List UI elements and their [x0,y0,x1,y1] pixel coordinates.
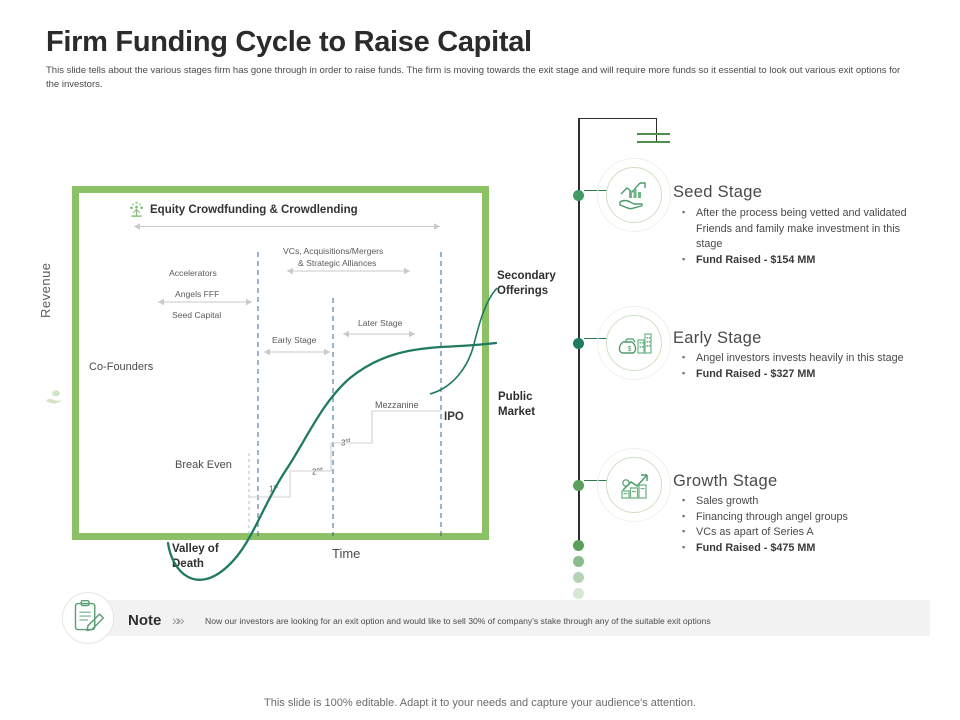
bullet-0-0: After the process being vetted and valid… [679,205,915,253]
label-vcs-line1: VCs, Acquisitions/Mergers [283,246,384,256]
growth-stage-icon-circle[interactable] [606,457,662,513]
svg-text:$: $ [628,346,632,353]
y-axis-label: Revenue [38,262,53,318]
crowd-tree-icon [130,201,143,217]
stage-title-0: Seed Stage [673,183,763,201]
bullet-2-0: Sales growth [679,493,915,510]
page-title: Firm Funding Cycle to Raise Capital [46,26,532,58]
stage-title-2: Growth Stage [673,472,778,490]
crowdfunding-label: Equity Crowdfunding & Crowdlending [150,203,358,216]
label-early-stage: Early Stage [272,335,317,345]
label-co-founders: Co-Founders [89,361,154,373]
early-stage-icon-circle[interactable]: $ [606,315,662,371]
timeline-dot-early [573,338,584,349]
label-round-3: 3rd [341,438,351,448]
timeline-top-bar-lower [637,141,670,143]
seed-icon-halo [597,158,671,232]
note-icon-circle [62,592,114,644]
label-later-stage: Later Stage [358,318,403,328]
page-subtitle: This slide tells about the various stage… [46,65,901,90]
bullet-1-1: Fund Raised - $327 MM [679,366,915,383]
clipboard-pencil-icon [74,599,105,632]
bullet-2-2: VCs as apart of Series A [679,524,915,541]
bullet-1-0: Angel investors invests heavily in this … [679,350,915,367]
note-text: Now our investors are looking for an exi… [205,616,711,626]
growth-icon-halo [597,448,671,522]
bullet-0-1: Fund Raised - $154 MM [679,252,915,269]
money-hand-icon [46,389,62,404]
bullet-2-1: Financing through angel groups [679,509,915,526]
early-icon-halo [597,306,671,380]
label-mezzanine: Mezzanine [375,400,419,410]
timeline-top-bar-upper [637,133,670,135]
growth-bar-chart-arrow-icon [621,474,648,499]
stage-bullets-1: Angel investors invests heavily in this … [679,350,915,383]
x-axis-label: Time [332,546,361,561]
label-accelerators: Accelerators [169,268,217,278]
timeline-dot-growth [573,480,584,491]
note-label: Note [128,612,162,629]
note-bar [103,600,930,636]
money-bag-buildings-icon: $ [618,333,652,354]
note-chevron-icon: »» [172,612,184,628]
stage-bullets-0: After the process being vetted and valid… [679,205,915,269]
timeline-top-bracket [578,118,657,143]
crowdfunding-header: Equity Crowdfunding & Crowdlending [128,200,446,219]
label-seed-capital: Seed Capital [172,310,222,320]
label-break-even: Break Even [175,459,232,471]
label-valley-of-death: Valley of Death [172,543,219,570]
label-public-market: Public Market [498,391,536,418]
label-ipo: IPO [444,411,464,423]
stage-bullets-2: Sales growth Financing through angel gro… [679,493,915,557]
footer-text: This slide is 100% editable. Adapt it to… [264,697,696,709]
label-secondary-offerings: Secondary Offerings [497,270,556,297]
hand-holding-growth-chart-icon [619,182,646,210]
bullet-2-3: Fund Raised - $475 MM [679,540,915,557]
timeline-dot-seed [573,190,584,201]
label-round-2: 2nd [312,467,323,477]
seed-stage-icon-circle[interactable] [606,167,662,223]
stage-title-1: Early Stage [673,329,762,347]
crowdfunding-span-arrow [134,223,440,230]
timeline-spine [578,118,580,546]
label-angels-fff: Angels FFF [175,289,220,299]
label-vcs-line2: & Strategic Alliances [298,258,377,268]
label-round-1: 1st [269,484,278,494]
